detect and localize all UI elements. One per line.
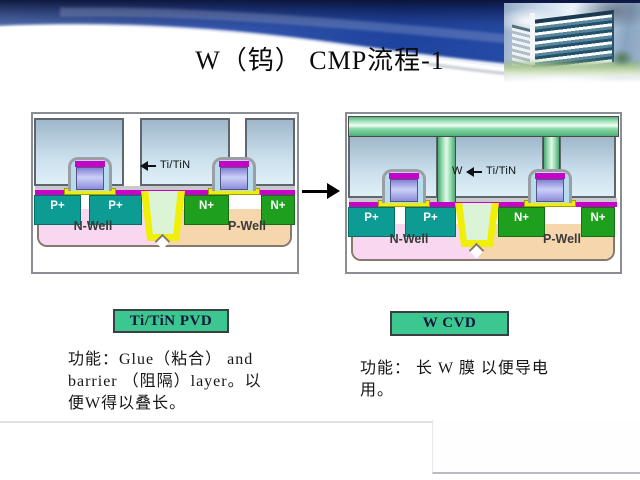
arrow-left-icon <box>466 167 482 177</box>
n-well-label: N-Well <box>389 232 429 246</box>
sti-trench <box>141 191 185 241</box>
transistor-gate <box>524 169 576 207</box>
sti-trench <box>455 203 499 247</box>
n-well-label: N-Well <box>73 219 113 233</box>
trench-fill <box>148 191 178 234</box>
arrow-left-icon <box>140 161 156 171</box>
p-plus-label: P+ <box>423 212 438 224</box>
tungsten-annotation: W <box>452 165 463 177</box>
white-fade <box>504 62 640 88</box>
n-plus-label: N+ <box>270 200 286 212</box>
transistor-gate <box>208 157 260 195</box>
building-illustration <box>504 3 640 88</box>
slide-title: W（钨） CMP流程-1 <box>195 46 445 75</box>
barrier-annotation: Ti/TiN <box>160 159 191 171</box>
transistor-gate <box>378 169 430 207</box>
gate-poly <box>390 179 418 202</box>
p-plus-region: P+ <box>89 195 142 225</box>
tungsten-film <box>348 116 619 137</box>
surface-layer <box>35 186 295 190</box>
cross-section-after: P+ P+ N+ N+ N-Well P-Well <box>345 112 622 274</box>
gate-poly <box>76 167 104 190</box>
slide-edge-line <box>0 421 452 423</box>
gate-cap <box>75 161 105 167</box>
description-right: 功能： 长 W 膜 以便导电 用。 <box>360 360 549 399</box>
description-left: 功能：Glue（粘合） and barrier （阻隔）layer。以 便W得以… <box>68 351 262 412</box>
process-arrow-icon <box>302 190 328 193</box>
gate-poly <box>536 179 564 202</box>
step-box-ti-tin-pvd: Ti/TiN PVD <box>113 309 229 333</box>
n-plus-region: N+ <box>498 207 545 237</box>
n-plus-region: N+ <box>581 207 615 237</box>
tungsten-plug <box>543 135 560 176</box>
process-arrow-head-icon <box>327 183 340 199</box>
p-plus-region: P+ <box>348 207 395 237</box>
p-well-label: P-Well <box>228 219 266 233</box>
p-plus-label: P+ <box>50 200 65 212</box>
surface-layer <box>349 198 617 202</box>
p-plus-label: P+ <box>364 212 379 224</box>
trench-fill <box>462 203 492 240</box>
gate-cap <box>389 173 419 179</box>
slide-edge-corner <box>432 420 640 474</box>
gate-cap <box>219 161 249 167</box>
n-plus-label: N+ <box>513 212 530 224</box>
transistor-gate <box>64 157 116 195</box>
building-pillar <box>530 13 535 65</box>
cross-section-before: P+ P+ N+ N+ N-Well P-Well T <box>31 112 299 274</box>
p-plus-label: P+ <box>108 200 123 212</box>
tungsten-plug <box>437 135 456 202</box>
n-plus-region: N+ <box>261 195 295 225</box>
barrier-annotation: Ti/TiN <box>486 165 517 177</box>
n-plus-region: N+ <box>184 195 229 225</box>
n-plus-label: N+ <box>590 212 606 224</box>
gate-poly <box>220 167 248 190</box>
p-plus-region: P+ <box>34 195 81 225</box>
step-box-w-cvd: W CVD <box>390 311 509 336</box>
p-well-label: P-Well <box>543 232 581 246</box>
n-plus-label: N+ <box>198 200 215 212</box>
gate-cap <box>535 173 565 179</box>
p-plus-region: P+ <box>405 207 456 237</box>
